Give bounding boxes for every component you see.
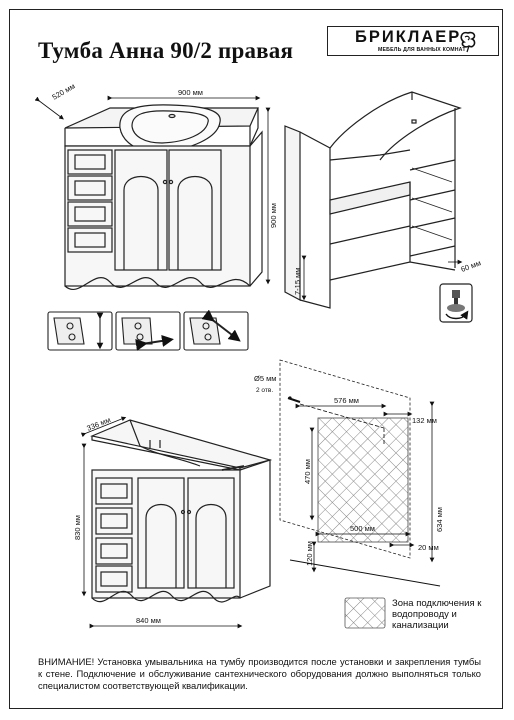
rose-logo-icon: [460, 31, 476, 53]
bottom-height-dim: 830 мм: [73, 515, 82, 540]
leg-range-dim: 7-15 мм: [293, 268, 302, 295]
zone-height-dim: 470 мм: [303, 459, 312, 484]
legend-label: Зона подключения к водопроводу и канализ…: [392, 598, 482, 631]
top-width-dim: 900 мм: [178, 88, 203, 97]
connection-zone-hatch: [317, 417, 409, 543]
mount-height-dim: 634 мм: [435, 507, 444, 532]
right-gap-dim: 20 мм: [418, 543, 439, 552]
hinge-adjustment-diagrams: [47, 309, 249, 351]
drawer-depth-dim: 60 мм: [460, 258, 483, 274]
top-depth-dim: 520 мм: [51, 81, 77, 101]
vanity-body-drawing: [90, 419, 273, 603]
hole-span-dim: 576 мм: [334, 396, 359, 405]
page-title: Тумба Анна 90/2 правая: [38, 38, 294, 63]
vanity-with-sink-drawing: [64, 104, 263, 290]
right-offset-dim: 132 мм: [412, 416, 437, 425]
screw-diameter-dim: Ø5 мм: [254, 374, 276, 383]
warning-note: ВНИМАНИЕ! Установка умывальника на тумбу…: [38, 656, 481, 691]
leveling-foot-icon: [439, 283, 473, 323]
zone-width-dim: 500 мм: [350, 524, 375, 533]
top-height-dim: 900 мм: [269, 203, 278, 228]
brand-tagline: МЕБЕЛЬ ДЛЯ ВАННЫХ КОМНАТ: [378, 47, 466, 53]
cabinet-interior-drawing: [284, 91, 462, 309]
wall-mounting-scheme: [279, 359, 441, 587]
legend-swatch: [344, 597, 386, 629]
floor-gap-dim: 120 мм: [305, 541, 314, 566]
brand-logo-box: [327, 26, 499, 56]
page-frame: [9, 9, 503, 709]
screw-count-dim: 2 отв.: [256, 387, 273, 394]
bottom-width-dim: 840 мм: [136, 616, 161, 625]
brand-name: БРИКЛАЕР: [355, 28, 462, 46]
